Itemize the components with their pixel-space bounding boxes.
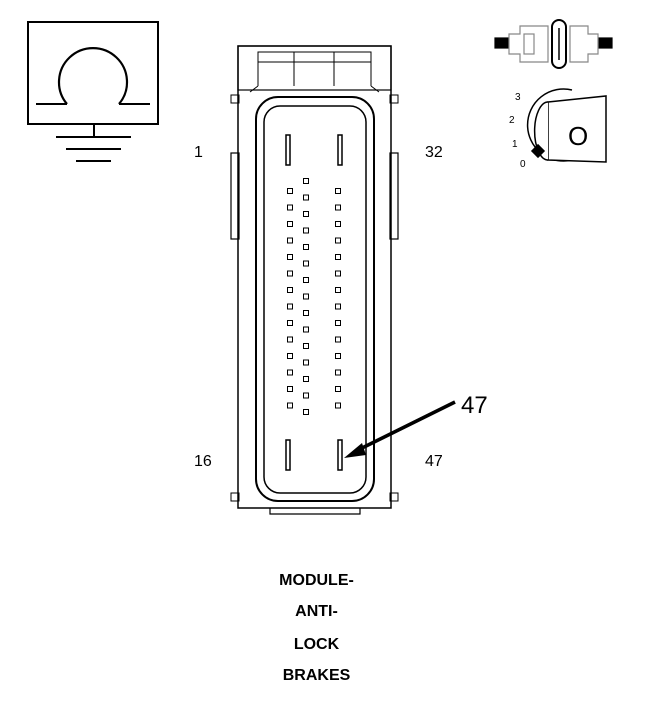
pin-label-1: 1: [194, 144, 203, 161]
terminal-pin-15: [303, 178, 309, 184]
terminal-blade-32: [337, 134, 343, 166]
terminal-pin-13: [287, 386, 293, 392]
terminal-blade-16: [285, 439, 291, 471]
pin-label-32: 32: [425, 144, 443, 161]
terminal-pin-27: [303, 376, 309, 382]
key-position-1: 1: [512, 139, 518, 150]
terminal-pin-38: [335, 320, 341, 326]
terminal-pin-16: [303, 194, 309, 201]
caption-line-2: ANTI-: [295, 603, 338, 620]
ignition-key-icon: [526, 88, 607, 163]
key-position-3: 3: [515, 92, 521, 103]
terminal-pin-21: [303, 277, 309, 283]
terminal-pin-29: [303, 409, 309, 415]
terminal-pin-5: [287, 254, 293, 260]
caption-line-1: MODULE-: [279, 572, 354, 589]
terminal-pin-30: [335, 188, 341, 194]
ground-symbol-icon: [27, 21, 159, 162]
terminal-pin-42: [335, 386, 341, 392]
terminal-blade-47: [337, 439, 343, 471]
pin-label-16: 16: [194, 453, 212, 470]
terminal-pin-19: [303, 244, 309, 250]
caption-line-4: BRAKES: [282, 667, 351, 684]
terminal-pin-8: [287, 303, 293, 310]
terminal-pin-9: [287, 320, 293, 326]
key-position-0: 0: [520, 159, 526, 170]
connector-terminals: [285, 134, 343, 471]
terminal-pin-17: [303, 211, 309, 217]
terminal-pin-25: [303, 343, 309, 349]
terminal-pin-11: [287, 353, 293, 359]
terminal-pin-2: [287, 204, 293, 211]
callout-arrow-icon: [344, 400, 456, 458]
connector-side-view-icon: [494, 19, 613, 69]
terminal-pin-20: [303, 260, 309, 267]
terminal-pin-41: [335, 369, 341, 376]
terminal-pin-36: [335, 287, 341, 293]
terminal-pin-40: [335, 353, 341, 359]
terminal-pin-4: [287, 237, 293, 244]
terminal-pin-39: [335, 336, 341, 343]
terminal-pin-24: [303, 326, 309, 333]
terminal-pin-1: [287, 188, 293, 194]
callout-label: 47: [461, 392, 488, 419]
key-position-2: 2: [509, 115, 515, 126]
terminal-pin-3: [287, 221, 293, 227]
terminal-blade-1: [285, 134, 291, 166]
terminal-pin-28: [303, 392, 309, 399]
caption-line-3: LOCK: [293, 636, 340, 653]
terminal-pin-35: [335, 270, 341, 277]
terminal-pin-22: [303, 293, 309, 300]
key-letter: O: [568, 121, 588, 151]
terminal-pin-10: [287, 336, 293, 343]
terminal-pin-31: [335, 204, 341, 211]
terminal-pin-6: [287, 270, 293, 277]
terminal-pin-37: [335, 303, 341, 310]
terminal-pin-33: [335, 237, 341, 244]
connector-body: [230, 45, 399, 515]
terminal-pin-18: [303, 227, 309, 234]
pin-label-47: 47: [425, 453, 443, 470]
terminal-pin-32: [335, 221, 341, 227]
terminal-pin-26: [303, 359, 309, 366]
terminal-pin-7: [287, 287, 293, 293]
terminal-pin-34: [335, 254, 341, 260]
terminal-pin-12: [287, 369, 293, 376]
terminal-pin-23: [303, 310, 309, 316]
terminal-pin-14: [287, 402, 293, 409]
terminal-pin-43: [335, 402, 341, 409]
